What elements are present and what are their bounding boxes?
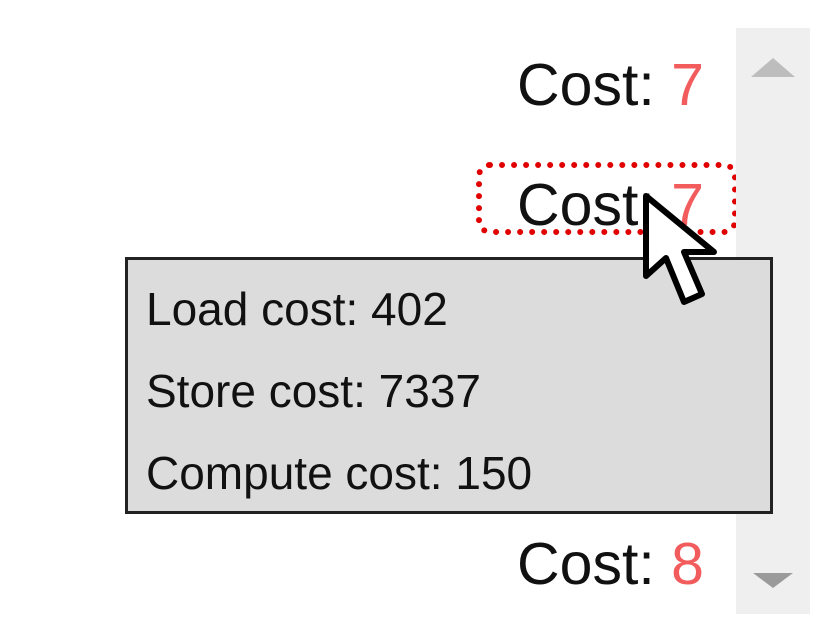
cost-label: Cost: — [517, 52, 655, 118]
chevron-up-icon[interactable] — [751, 58, 795, 77]
cost-breakdown-tooltip: Load cost: 402 Store cost: 7337 Compute … — [125, 257, 773, 514]
cost-value: 8 — [671, 531, 704, 597]
chevron-down-icon[interactable] — [753, 573, 793, 588]
cost-item[interactable]: Cost: 8 — [517, 535, 704, 594]
compute-cost-text: Compute cost: 150 — [146, 447, 533, 499]
cost-label: Cost: — [517, 172, 655, 238]
store-cost-text: Store cost: 7337 — [146, 365, 481, 417]
cost-item[interactable]: Cost: 7 — [517, 56, 704, 115]
cost-value: 7 — [671, 52, 704, 118]
cost-label: Cost: — [517, 531, 655, 597]
load-cost-text: Load cost: 402 — [146, 283, 448, 335]
focus-ring — [476, 162, 738, 235]
